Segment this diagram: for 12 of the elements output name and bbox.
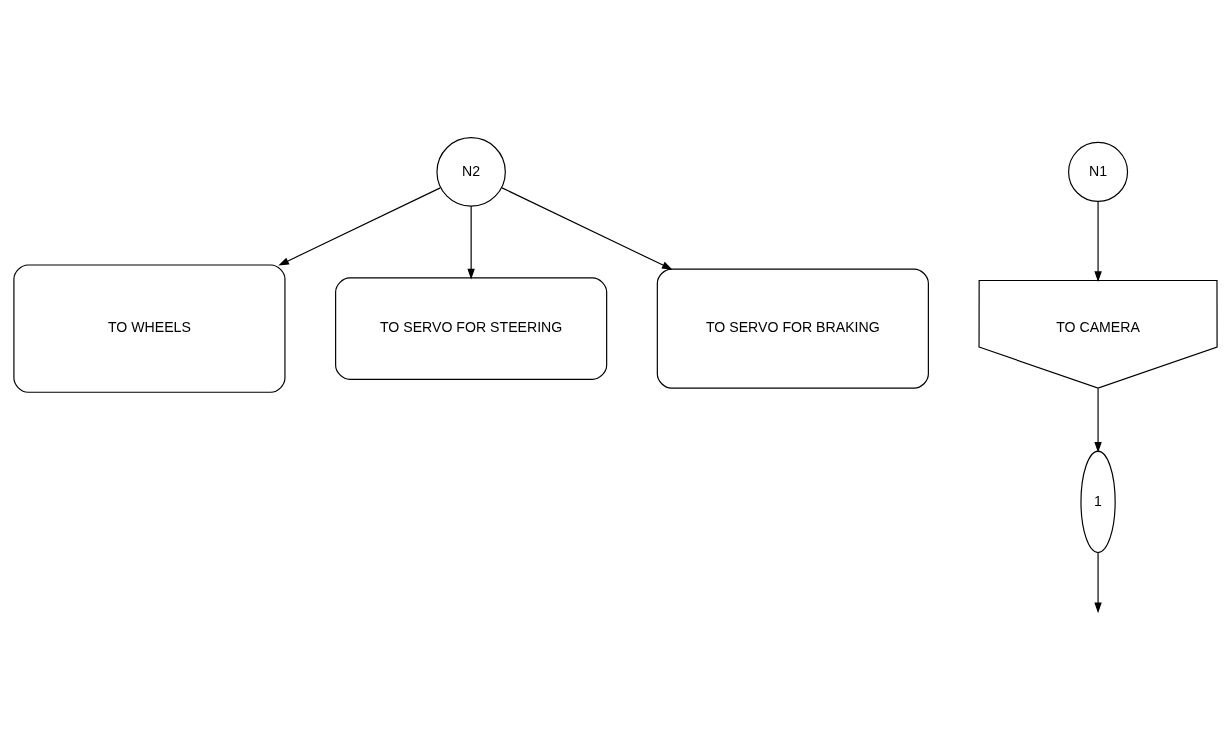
arrow xyxy=(1094,200,1102,282)
node-ellipse: 1 xyxy=(1080,450,1116,553)
node-box: TO SERVO FOR BRAKING xyxy=(656,268,929,389)
arrow xyxy=(1094,387,1102,453)
node-circle: N1 xyxy=(1068,141,1129,202)
node-box: TO SERVO FOR STEERING xyxy=(335,276,608,380)
arrow xyxy=(278,186,441,266)
arrow xyxy=(501,186,673,270)
arrow xyxy=(1094,551,1102,613)
node-box: TO WHEELS xyxy=(13,263,286,393)
arrow xyxy=(467,205,475,279)
node-circle: N2 xyxy=(436,136,506,207)
